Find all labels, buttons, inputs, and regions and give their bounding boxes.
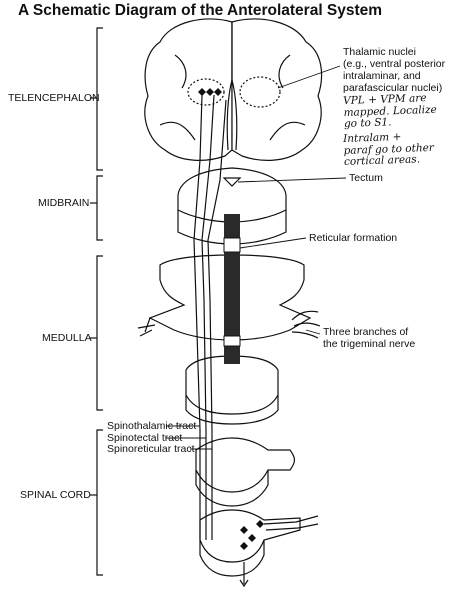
spinal-cord-upper-section <box>195 437 296 507</box>
thalamic-nuclei-label-line-4: parafascicular nuclei) <box>343 82 443 94</box>
spinal-cord-lower-section <box>199 509 301 577</box>
ascending-tract-lines <box>193 94 227 540</box>
region-label-telencephalon: TELENCEPHALON <box>8 92 100 104</box>
handwritten-note-vpl-vpm: VPL + VPM are mapped. Localize go to S1. <box>342 92 437 130</box>
spinal-entry-markers <box>240 520 264 550</box>
thalamic-nuclei-label-line-1: Thalamic nuclei <box>343 46 416 58</box>
thalamic-nuclei-ellipse-left <box>187 78 225 106</box>
bracket-midbrain <box>90 175 103 241</box>
ventral-root-fiber <box>239 562 249 588</box>
trigeminal-nerve-branches <box>291 310 321 339</box>
bracket-medulla <box>90 255 103 411</box>
spinothalamic-tract-label: Spinothalamic tract <box>107 420 197 432</box>
spinoreticular-tract-label: Spinoreticular tract <box>107 443 195 455</box>
trigeminal-leader-line <box>305 329 321 335</box>
spinotectal-tract-label: Spinotectal tract <box>107 432 183 444</box>
thalamic-nuclei-label-line-3: intralaminar, and <box>343 70 421 82</box>
thalamic-nuclei-label-line-2: (e.g., ventral posterior <box>343 58 446 70</box>
tectum-label: Tectum <box>349 172 383 184</box>
region-label-spinal-cord: SPINAL CORD <box>20 489 91 501</box>
thalamic-nuclei-ellipse-right <box>239 76 281 108</box>
tectum-leader-line <box>237 177 347 183</box>
region-label-midbrain: MIDBRAIN <box>38 197 90 209</box>
bracket-telencephalon <box>90 27 103 171</box>
diagram-title: A Schematic Diagram of the Anterolateral… <box>18 2 383 19</box>
handwritten-note-intralaminar: Intralam + paraf go to other cortical ar… <box>342 130 435 168</box>
trigeminal-label-line-1: Three branches of <box>323 326 409 338</box>
dorsal-root-fiber <box>263 515 319 531</box>
bracket-spinal-cord <box>90 429 103 576</box>
reticular-formation-label: Reticular formation <box>309 232 398 244</box>
medulla-lower-section <box>185 355 279 425</box>
region-label-medulla: MEDULLA <box>42 332 92 344</box>
thalamic-termination-markers <box>198 88 222 96</box>
brain-outline <box>144 18 323 161</box>
reticular-leader-line <box>239 237 307 249</box>
trigeminal-label-line-2: the trigeminal nerve <box>323 338 416 350</box>
reticular-formation-column <box>223 214 241 364</box>
thalamic-leader-line <box>277 65 341 89</box>
